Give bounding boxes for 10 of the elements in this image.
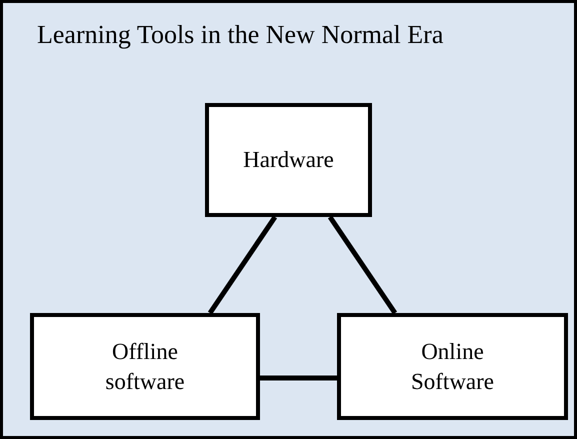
connector-line [208,216,278,314]
box-label: Online Software [410,338,496,396]
process-box [337,313,568,420]
box-label: Hardware [243,146,334,174]
connector-line [260,376,337,380]
connector-line [328,216,398,314]
process-box [30,313,260,420]
process-box [205,103,372,217]
diagram-title: Learning Tools in the New Normal Era [37,20,444,50]
box-label: Offline software [104,338,186,396]
